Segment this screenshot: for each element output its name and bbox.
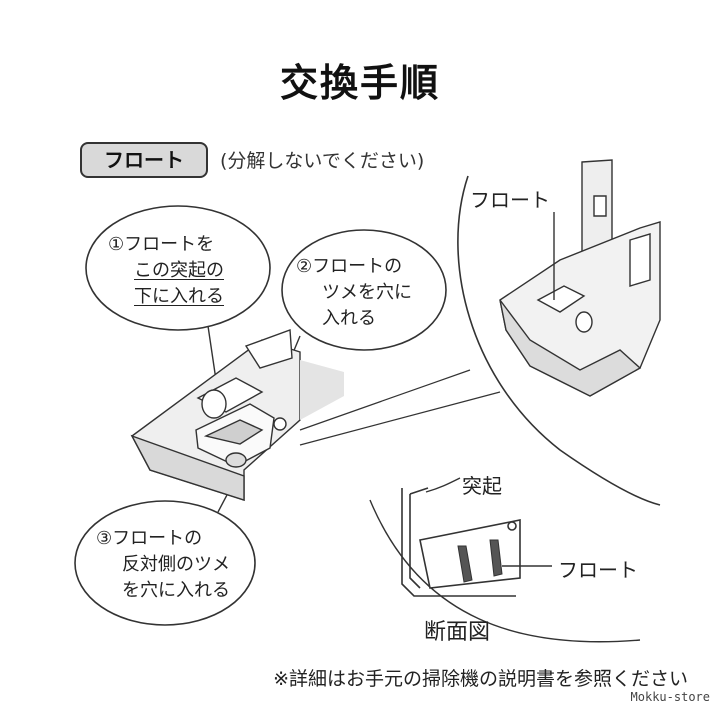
float-section-label: フロート bbox=[558, 558, 638, 582]
step-2-line-1: フロートの bbox=[312, 256, 403, 277]
do-not-disassemble-note: (分解しないでください) bbox=[220, 150, 425, 172]
step-2-line-3: 入れる bbox=[322, 308, 376, 329]
callout-tail-1 bbox=[207, 325, 217, 381]
float-badge: フロート bbox=[80, 142, 208, 178]
step-2-number: ② bbox=[296, 256, 313, 277]
dustbox-illustration bbox=[130, 329, 344, 501]
magnifier-arc-bottom bbox=[369, 499, 641, 643]
step-1-line-1: フロートを bbox=[124, 234, 215, 255]
step-1-line-2: この突起の bbox=[134, 260, 224, 281]
step-2-text: ②フロートの ツメを穴に 入れる bbox=[296, 254, 412, 332]
store-watermark: Mokku-store bbox=[630, 690, 710, 704]
top-right-device-illustration bbox=[499, 159, 661, 397]
cross-section-illustration bbox=[401, 487, 521, 597]
pointer-line-upper bbox=[299, 369, 471, 431]
page-title: 交換手順 bbox=[279, 61, 440, 105]
cross-section-title: 断面図 bbox=[424, 620, 491, 645]
step-2-line-2: ツメを穴に bbox=[322, 282, 412, 303]
pointer-line-lower bbox=[299, 391, 501, 446]
step-1-text: ①フロートを この突起の 下に入れる bbox=[108, 232, 224, 310]
step-3-number: ③ bbox=[96, 528, 113, 549]
step-1-line-3: 下に入れる bbox=[134, 286, 224, 307]
callout-bubble-1 bbox=[85, 205, 271, 331]
callout-bubble-2 bbox=[281, 229, 447, 351]
step-3-line-3: を穴に入れる bbox=[122, 580, 230, 601]
step-3-text: ③フロートの 反対側のツメ を穴に入れる bbox=[96, 526, 230, 604]
step-1-number: ① bbox=[108, 234, 125, 255]
protrusion-leader bbox=[425, 477, 461, 493]
step-3-line-2: 反対側のツメ bbox=[122, 554, 230, 575]
float-top-label: フロート bbox=[470, 188, 550, 212]
step-3-line-1: フロートの bbox=[112, 528, 203, 549]
footer-note: ※詳細はお手元の掃除機の説明書を参照ください bbox=[273, 668, 688, 690]
callout-bubble-3 bbox=[74, 500, 256, 626]
protrusion-label: 突起 bbox=[462, 474, 502, 498]
magnifier-arc bbox=[457, 175, 661, 506]
